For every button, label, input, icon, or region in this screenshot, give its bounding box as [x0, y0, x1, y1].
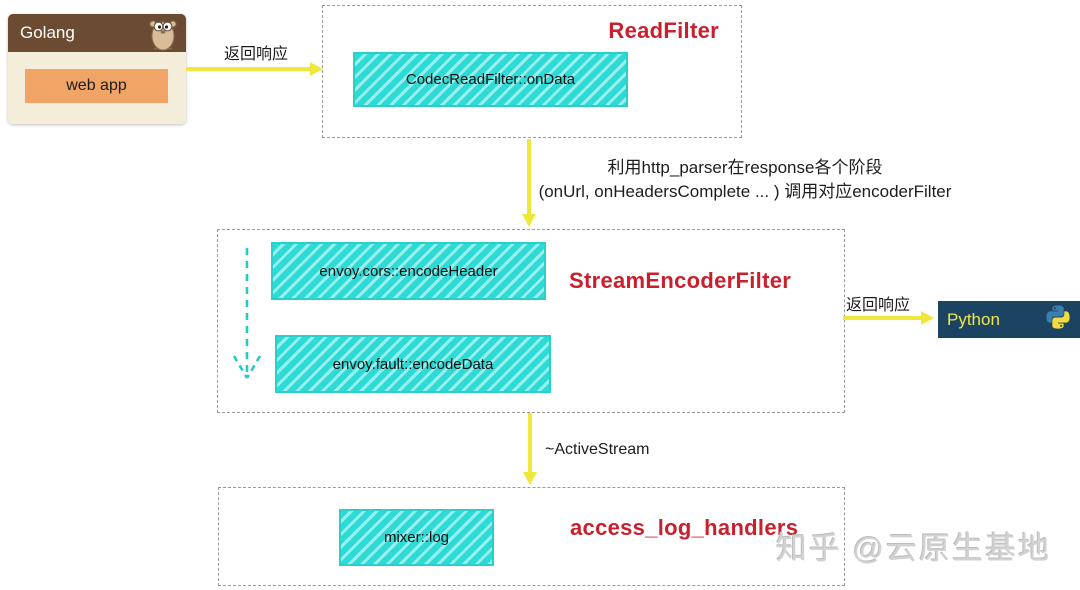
golang-node: Golang web app [8, 14, 186, 124]
streamencoderfilter-title: StreamEncoderFilter [569, 268, 792, 293]
arrowhead-readfilter-to-stream [522, 214, 536, 227]
golang-gopher-icon [146, 16, 180, 57]
envoy-fault-encodedata-node: envoy.fault::encodeData [275, 335, 551, 393]
python-node: Python [938, 301, 1080, 338]
accesslog-title: access_log_handlers [570, 515, 799, 540]
web-app-node: web app [25, 69, 168, 103]
label-activestream: ~ActiveStream [545, 441, 650, 458]
arrow-stream-to-python [843, 316, 923, 320]
arrowhead-stream-to-accesslog [523, 472, 537, 485]
label-http-parser: 利用http_parser在response各个阶段 (onUrl, onHea… [535, 156, 955, 204]
python-label: Python [947, 309, 1000, 329]
arrow-golang-to-readfilter [186, 67, 312, 71]
label-return-response-1: 返回响应 [224, 46, 289, 63]
arrowhead-stream-to-python [921, 311, 934, 325]
accesslog-group: mixer::log access_log_handlers [218, 487, 845, 586]
golang-node-body: web app [8, 52, 186, 124]
golang-title: Golang [20, 23, 75, 42]
label-http-parser-line2: (onUrl, onHeadersComplete ... ) 调用对应enco… [538, 182, 952, 201]
readfilter-group: ReadFilter CodecReadFilter::onData [322, 5, 742, 138]
codec-readfilter-ondata-node: CodecReadFilter::onData [353, 52, 628, 107]
readfilter-title: ReadFilter [608, 18, 719, 43]
dashed-down-arrow-icon [226, 244, 268, 401]
arrow-stream-to-accesslog [528, 413, 532, 473]
streamencoderfilter-group: envoy.cors::encodeHeader StreamEncoderFi… [217, 229, 845, 413]
python-logo-icon [1045, 304, 1071, 335]
arrowhead-golang-to-readfilter [310, 62, 323, 76]
label-http-parser-line1: 利用http_parser在response各个阶段 [607, 158, 883, 177]
mixer-log-node: mixer::log [339, 509, 494, 566]
watermark-zhihu: 知乎 @云原生基地 [776, 531, 1052, 566]
arrow-readfilter-to-stream [527, 139, 531, 215]
label-return-response-2: 返回响应 [846, 297, 911, 314]
golang-node-header: Golang [8, 14, 186, 52]
envoy-cors-encodeheader-node: envoy.cors::encodeHeader [271, 242, 546, 300]
